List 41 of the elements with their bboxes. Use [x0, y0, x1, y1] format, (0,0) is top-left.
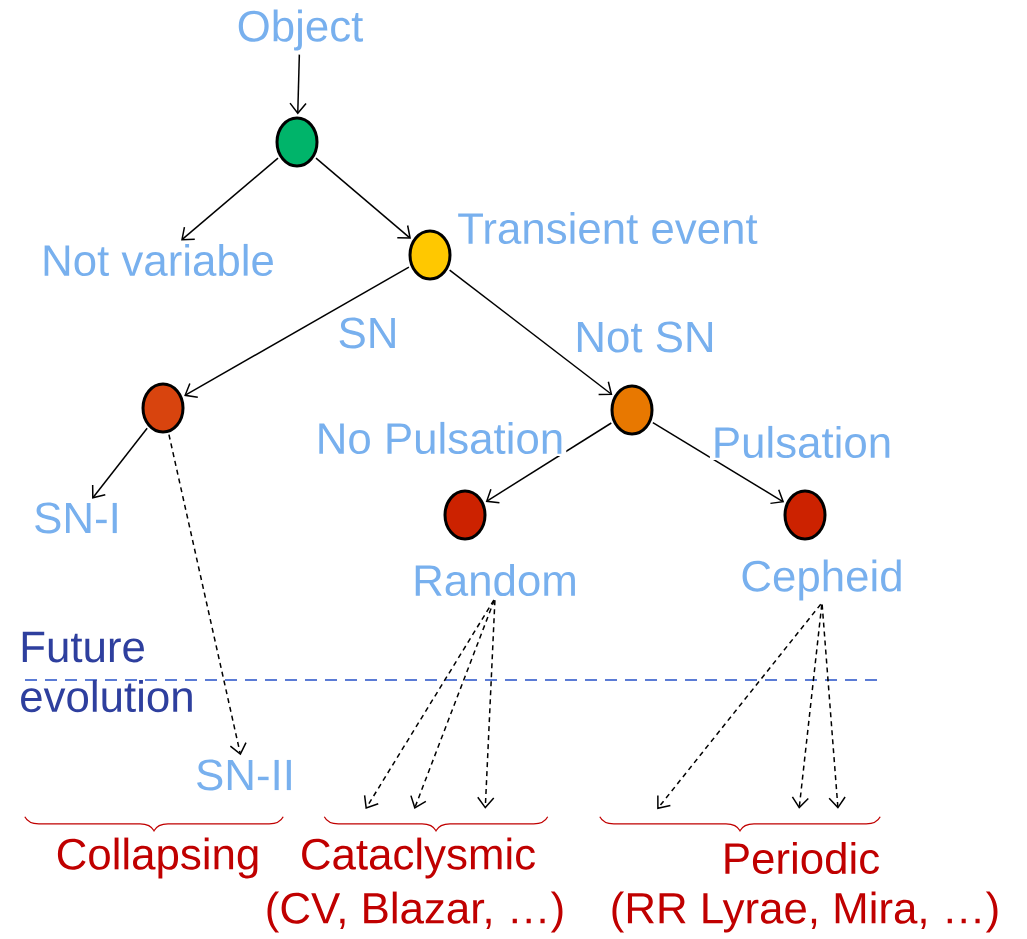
edge-label: SN: [335, 315, 401, 351]
node-label: SN-II: [197, 759, 291, 791]
node-label: Not variable: [44, 243, 273, 277]
arrow: [448, 269, 613, 396]
edge-label: Pulsation: [709, 423, 895, 461]
category-label: Collapsing: [57, 837, 258, 879]
dashed-arrow: [168, 433, 247, 756]
dashed-arrow: [791, 603, 823, 809]
curly-brace: [323, 816, 549, 832]
circle-node: [408, 229, 452, 281]
node-caption: Random: [415, 563, 575, 597]
arrow: [652, 421, 785, 505]
node-label: Object: [238, 9, 363, 51]
node-label: SN-I: [35, 502, 117, 534]
arrow: [184, 266, 410, 399]
arrow: [485, 422, 613, 504]
category-label: Periodic: [725, 841, 879, 875]
dashed-arrow: [363, 599, 495, 810]
circle-node: [783, 489, 827, 541]
category-label: (RR Lyrae, Mira, …): [612, 891, 998, 933]
dashed-arrow: [821, 603, 846, 809]
dashed-arrow: [657, 603, 822, 810]
arrow: [181, 157, 279, 241]
arrow: [91, 427, 148, 499]
edge-label: No Pulsation: [313, 419, 567, 457]
circle-node: [275, 116, 319, 168]
circle-node: [610, 384, 654, 436]
dashed-arrow: [477, 599, 496, 809]
future-evolution-label: Future evolution: [21, 631, 192, 713]
dashed-arrow: [410, 599, 496, 809]
node-caption: Cepheid: [742, 559, 901, 601]
edge-label: Not SN: [572, 319, 718, 355]
arrow: [315, 157, 411, 239]
category-label: Cataclysmic: [302, 837, 535, 879]
circle-node: [443, 489, 487, 541]
circle-node: [141, 382, 185, 434]
curly-brace: [24, 816, 284, 832]
node-caption: Transient event: [458, 211, 758, 245]
category-label: (CV, Blazar, …): [267, 891, 563, 933]
curly-brace: [599, 816, 881, 832]
arrow: [289, 53, 307, 115]
